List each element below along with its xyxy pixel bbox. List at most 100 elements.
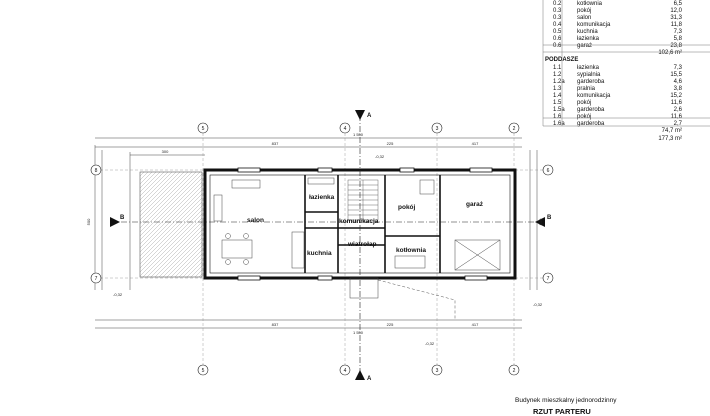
room-label-kuchnia: kuchnia	[307, 250, 332, 257]
axis-right-top: 6	[547, 168, 550, 174]
table-cell-no: 1.4	[553, 93, 562, 99]
table-cell-area: 12,0	[670, 8, 682, 14]
table-cell-no: 0.6	[553, 36, 562, 42]
dim-overall-bottom: 1 550	[353, 330, 364, 335]
table-row-ground: 0.3 pokój 12,0	[543, 8, 710, 15]
table-cell-area: 2,6	[673, 107, 682, 113]
table-total-ground: 102,6 m²	[658, 50, 682, 56]
table-cell-area: 3,8	[673, 86, 682, 92]
table-cell-no: 0.6	[553, 43, 562, 49]
table-row-attic: 1.6a garderoba 2,7	[543, 121, 710, 128]
table-cell-name: garaż	[577, 43, 593, 49]
table-cell-area: 11,6	[670, 100, 682, 106]
room-label-wiatrolap: wiatrołap	[348, 241, 377, 248]
level-mark-4: -0,32	[375, 154, 385, 159]
table-cell-area: 11,6	[670, 114, 682, 120]
table-row-attic: 1.5a garderoba 2,6	[543, 107, 710, 114]
table-cell-no: 1.3	[553, 86, 562, 92]
section-arrow-b-right	[535, 217, 545, 227]
interior-walls	[304, 175, 441, 273]
furniture	[213, 177, 501, 271]
room-label-garaz: garaż	[466, 201, 483, 208]
section-arrow-a-top	[355, 110, 365, 120]
table-cell-name: sypialnia	[577, 72, 601, 78]
table-grid	[542, 0, 710, 127]
table-row-attic: 1.6 pokój 11,6	[543, 114, 710, 121]
table-cell-no: 1.5a	[553, 107, 565, 113]
table-cell-no: 1.6	[553, 114, 562, 120]
drawing-caption: Budynek mieszkalny jednorodzinny	[515, 397, 617, 404]
drawing-title: RZUT PARTERU	[533, 407, 591, 416]
dim-top-3: 417	[472, 141, 479, 146]
table-cell-area: 31,3	[670, 15, 682, 21]
axis-left-bottom: 7	[95, 276, 98, 282]
table-cell-no: 0.3	[553, 8, 562, 14]
axis-top-4: 2	[513, 126, 516, 132]
table-row-attic: 1.3 pralnia 3,8	[543, 86, 710, 93]
table-cell-no: 1.5	[553, 100, 562, 106]
table-cell-no: 0.5	[553, 29, 562, 35]
table-cell-area: 7,3	[673, 29, 682, 35]
dim-left-height: 500	[86, 218, 91, 225]
table-cell-area: 2,7	[673, 121, 682, 127]
axis-bubbles	[90, 122, 554, 376]
dim-right-height: 500	[538, 218, 543, 225]
room-label-lazienka: łazienka	[309, 194, 335, 201]
table-cell-no: 1.6a	[553, 121, 565, 127]
table-cell-no: 1.2a	[553, 79, 565, 85]
table-cell-name: kuchnia	[577, 29, 598, 35]
section-arrow-b-left	[110, 217, 120, 227]
section-label-b-left: B	[120, 215, 125, 221]
table-cell-name: komunikacja	[577, 22, 611, 28]
axis-right-bottom: 7	[547, 276, 550, 282]
level-mark-1: -0,32	[113, 292, 123, 297]
table-cell-name: pralnia	[577, 86, 596, 92]
table-cell-name: garderoba	[577, 107, 605, 113]
dimension-lines	[94, 137, 538, 329]
table-cell-area: 11,8	[670, 22, 682, 28]
table-section-attic: PODDASZE	[545, 57, 579, 63]
table-cell-area: 7,3	[673, 65, 682, 71]
table-cell-name: pokój	[577, 8, 592, 14]
table-cell-name: łazienka	[577, 65, 600, 71]
table-cell-no: 0.4	[553, 22, 562, 28]
table-cell-name: garderoba	[577, 121, 605, 127]
axis-top-2: 4	[344, 126, 347, 132]
dim-bottom-2: 225	[387, 322, 394, 327]
axis-bottom-4: 2	[513, 368, 516, 374]
table-row-ground: 0.4 komunikacja 11,8	[543, 22, 710, 29]
table-cell-name: pokój	[577, 114, 592, 120]
table-row-attic: 1.5 pokój 11,6	[543, 100, 710, 107]
terrace	[139, 171, 203, 278]
entrance-porch	[349, 277, 379, 299]
room-label-pokoj: pokój	[398, 204, 416, 211]
table-grand-total: 177,3 m²	[658, 136, 682, 142]
section-label-a-bottom: A	[367, 376, 372, 382]
section-arrow-a-bottom	[355, 370, 365, 380]
axis-top-3: 3	[436, 126, 439, 132]
windows	[237, 167, 493, 281]
dim-top-1: 837	[272, 141, 279, 146]
table-cell-area: 4,6	[673, 79, 682, 85]
table-cell-area: 15,2	[670, 93, 682, 99]
axis-bottom-2: 4	[344, 368, 347, 374]
table-cell-area: 5,8	[673, 36, 682, 42]
dim-side-left: 300	[162, 149, 169, 154]
level-mark-3: -0,32	[425, 341, 435, 346]
table-total-attic: 74,7 m²	[661, 128, 682, 134]
table-cell-name: pokój	[577, 100, 592, 106]
axis-left-top: 8	[95, 168, 98, 174]
dim-overall-top: 1 550	[353, 132, 364, 137]
dim-top-2: 225	[387, 141, 394, 146]
axis-top-1: 5	[202, 126, 205, 132]
room-label-komunikacja: komunikacja	[339, 218, 379, 225]
table-cell-area: 23,8	[670, 43, 682, 49]
section-label-a-top: A	[367, 113, 372, 119]
table-cell-name: kotłownia	[577, 1, 603, 7]
